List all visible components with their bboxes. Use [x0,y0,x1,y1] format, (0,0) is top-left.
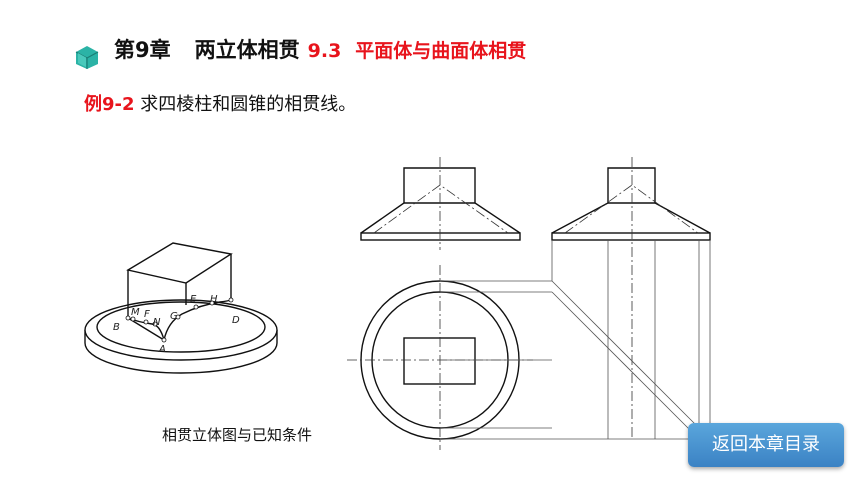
point-b [125,315,131,321]
side-view-centerlines [564,157,699,440]
label-n: N [153,317,161,328]
chapter-number: 第9章 [114,38,171,62]
point-g [175,314,181,320]
example-text: 求四棱柱和圆锥的相贯线。 [140,94,357,115]
front-view [360,167,521,241]
back-to-chapter-button[interactable]: 返回本章目录 [688,423,844,467]
intersection-points [125,297,234,343]
chapter-bullet-icon [75,46,99,69]
point-m [130,316,136,322]
point-h [209,300,215,306]
section-name: 平面体与曲面体相贯 [355,40,527,62]
label-f: F [144,309,150,320]
section-number: 9.3 [307,40,342,62]
label-b: B [113,322,120,333]
point-f [143,319,149,325]
label-h: H [210,294,218,305]
example-number: 例9-2 [84,94,135,115]
label-g: G [170,311,178,322]
front-view-centerlines [373,157,509,250]
label-d: D [232,315,240,326]
page-title: 第9章两立体相贯 9.3 平面体与曲面体相贯 [114,34,526,64]
point-a [161,337,167,343]
projection-lines [440,240,711,440]
chapter-name: 两立体相贯 [194,38,300,62]
top-view-centerlines [347,265,533,450]
pictorial-view [84,242,278,374]
figure-caption: 相贯立体图与已知条件 [162,426,313,444]
side-view [551,167,711,241]
label-e: E [190,294,197,305]
point-d [228,297,234,303]
label-m: M [131,307,140,318]
label-a: A [158,344,166,355]
example-statement: 例9-2 求四棱柱和圆锥的相贯线。 [84,90,356,116]
point-e [193,304,199,310]
point-n [152,321,158,327]
